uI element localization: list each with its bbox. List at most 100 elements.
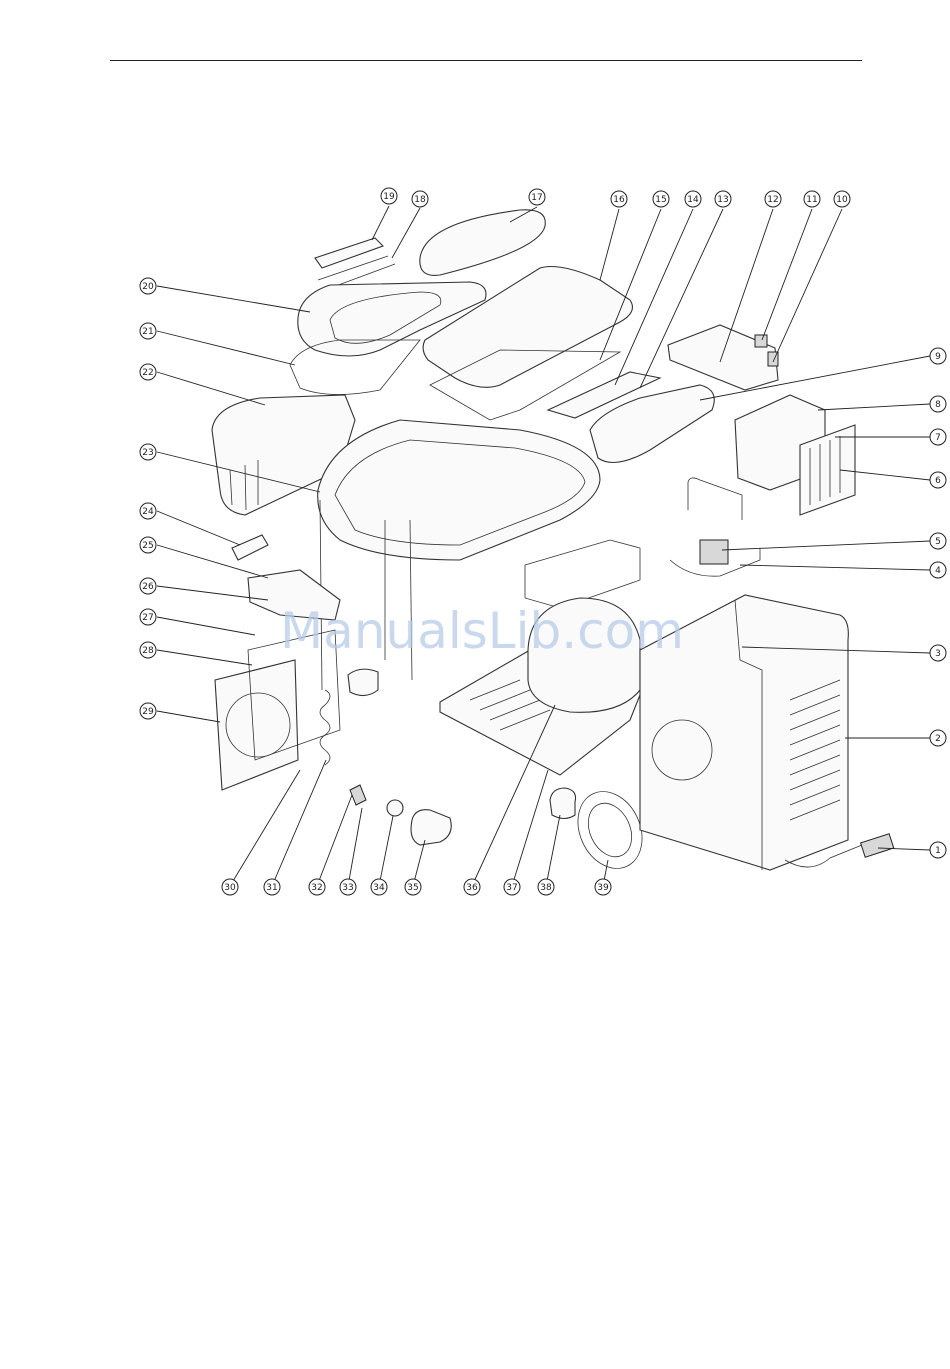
part-1-plug (861, 834, 894, 858)
leader-15 (600, 209, 661, 360)
part-17-lid-window (420, 210, 545, 276)
svg-text:24: 24 (142, 507, 154, 517)
callout-16: 16 (611, 191, 627, 207)
leader-27 (157, 617, 255, 635)
callout-8: 8 (930, 396, 946, 412)
part-19-label-strip (315, 238, 383, 268)
callout-19: 19 (381, 188, 397, 204)
callout-6: 6 (930, 472, 946, 488)
svg-text:6: 6 (935, 476, 941, 486)
callout-24: 24 (140, 503, 156, 519)
svg-text:20: 20 (142, 282, 154, 292)
leader-11 (762, 209, 812, 340)
leader-38 (546, 815, 560, 886)
callout-23: 23 (140, 444, 156, 460)
svg-text:27: 27 (142, 613, 153, 623)
part-38-rubber-foot (550, 788, 576, 819)
callout-39: 39 (595, 879, 611, 895)
part-34-grommet (387, 800, 403, 816)
leader-30 (230, 770, 300, 886)
svg-text:11: 11 (806, 195, 817, 205)
svg-text:5: 5 (935, 537, 941, 547)
callout-31: 31 (264, 879, 280, 895)
leader-28 (157, 650, 252, 665)
callout-2: 2 (930, 730, 946, 746)
part-11-switch (755, 335, 767, 347)
leader-5 (722, 541, 930, 550)
callout-9: 9 (930, 348, 946, 364)
callout-3: 3 (930, 645, 946, 661)
svg-text:39: 39 (597, 883, 609, 893)
svg-text:12: 12 (767, 195, 778, 205)
part-39-fan-guard-ring (580, 796, 640, 864)
part-drawings (212, 210, 894, 879)
svg-text:22: 22 (142, 368, 153, 378)
leader-8 (818, 404, 930, 410)
part-5-water-pump (700, 540, 728, 564)
svg-text:37: 37 (506, 883, 517, 893)
leader-16 (600, 209, 619, 280)
svg-text:18: 18 (414, 195, 426, 205)
svg-text:33: 33 (342, 883, 353, 893)
svg-text:35: 35 (407, 883, 418, 893)
callout-32: 32 (309, 879, 325, 895)
svg-text:15: 15 (655, 195, 666, 205)
leader-10 (773, 209, 842, 362)
leader-34 (379, 816, 393, 886)
leader-31 (272, 760, 326, 886)
svg-text:23: 23 (142, 448, 153, 458)
svg-text:9: 9 (935, 352, 941, 362)
callout-15: 15 (653, 191, 669, 207)
svg-text:14: 14 (687, 195, 699, 205)
part-29-fan-shroud (215, 660, 298, 790)
callout-21: 21 (140, 323, 156, 339)
part-35-fan-motor (411, 810, 451, 845)
callout-1: 1 (930, 842, 946, 858)
svg-text:1: 1 (935, 846, 941, 856)
leader-21 (157, 331, 295, 365)
svg-text:31: 31 (266, 883, 277, 893)
callout-26: 26 (140, 578, 156, 594)
callout-14: 14 (685, 191, 701, 207)
svg-text:28: 28 (142, 646, 154, 656)
callout-22: 22 (140, 364, 156, 380)
svg-text:26: 26 (142, 582, 154, 592)
callout-33: 33 (340, 879, 356, 895)
callout-37: 37 (504, 879, 520, 895)
svg-text:2: 2 (935, 734, 941, 744)
callout-4: 4 (930, 562, 946, 578)
callout-20: 20 (140, 278, 156, 294)
svg-text:36: 36 (466, 883, 478, 893)
leader-29 (157, 711, 220, 722)
svg-text:10: 10 (836, 195, 848, 205)
svg-text:13: 13 (717, 195, 728, 205)
callout-29: 29 (140, 703, 156, 719)
svg-text:4: 4 (935, 566, 941, 576)
part-24-hook (232, 535, 268, 560)
svg-text:38: 38 (540, 883, 552, 893)
leader-19 (372, 206, 389, 240)
callout-13: 13 (715, 191, 731, 207)
part-27-foot (348, 669, 378, 695)
watermark-text: ManualsLib.com (280, 602, 684, 660)
leader-22 (157, 372, 265, 405)
leader-20 (157, 286, 310, 312)
callout-7: 7 (930, 429, 946, 445)
svg-text:16: 16 (613, 195, 625, 205)
svg-text:34: 34 (373, 883, 385, 893)
callout-12: 12 (765, 191, 781, 207)
leader-32 (317, 795, 352, 886)
callout-35: 35 (405, 879, 421, 895)
leader-18 (392, 208, 420, 258)
callout-25: 25 (140, 537, 156, 553)
leader-33 (348, 808, 362, 886)
svg-text:19: 19 (383, 192, 395, 202)
svg-text:21: 21 (142, 327, 153, 337)
svg-text:3: 3 (935, 649, 941, 659)
leader-4 (740, 565, 930, 570)
svg-text:29: 29 (142, 707, 154, 717)
svg-text:8: 8 (935, 400, 941, 410)
callout-38: 38 (538, 879, 554, 895)
